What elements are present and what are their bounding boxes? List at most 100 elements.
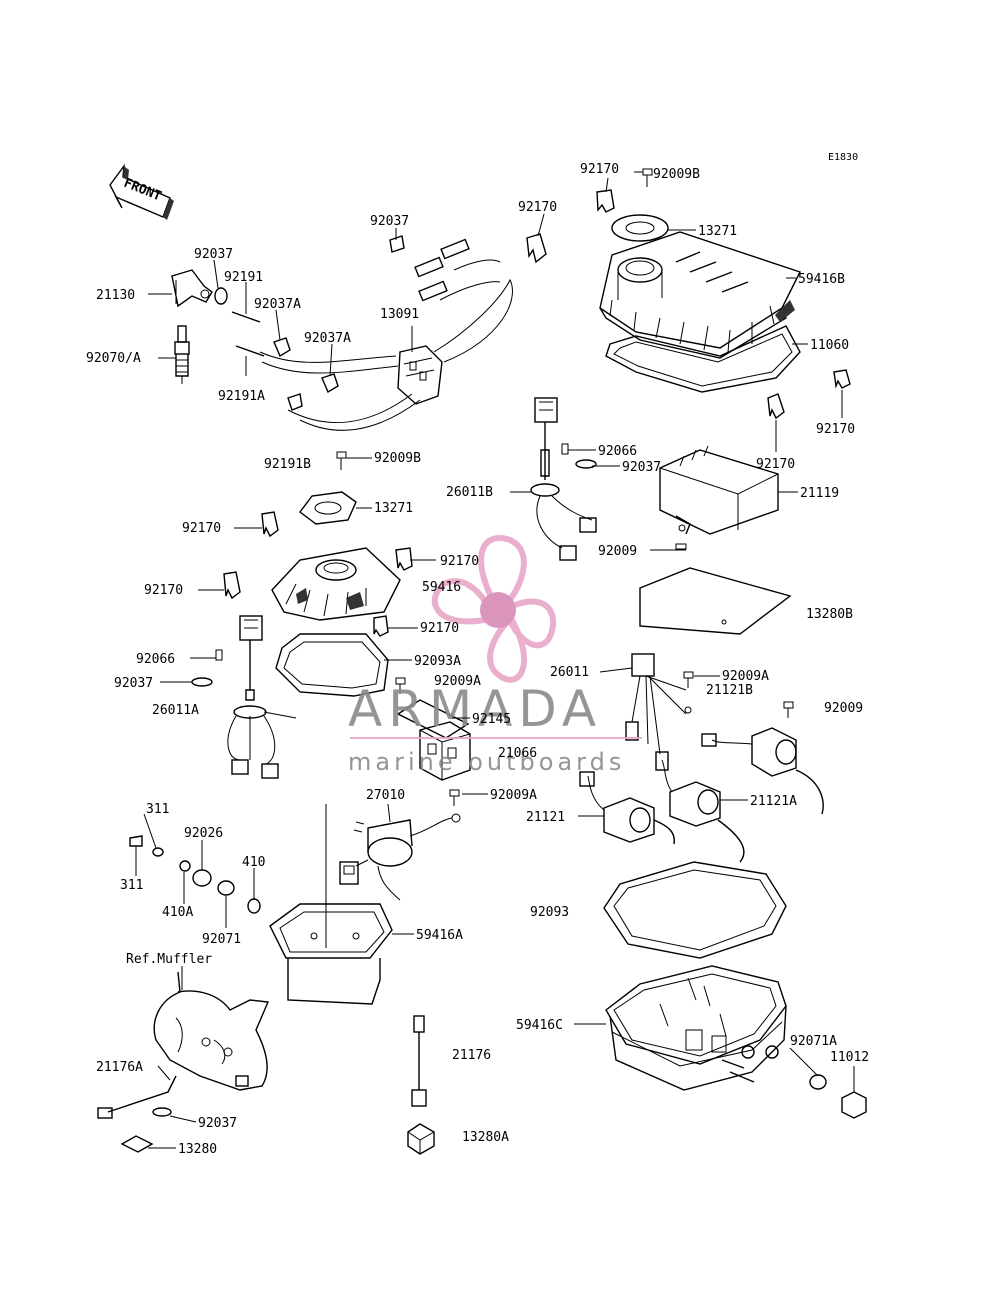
washer-410 — [247, 898, 261, 914]
label-21121a: 21121A — [750, 794, 797, 809]
label-311: 311 — [120, 878, 143, 893]
label-92170: 92170 — [440, 554, 479, 569]
control-unit-21119 — [659, 445, 779, 550]
label-21121b: 21121B — [706, 683, 753, 698]
oring-92037-c — [575, 459, 597, 469]
label-92037: 92037 — [114, 676, 153, 691]
label-11060: 11060 — [810, 338, 849, 353]
label-92009a: 92009A — [722, 669, 769, 684]
clamp-92037a-b — [321, 373, 339, 394]
harness-26011a — [191, 615, 297, 779]
label-21176a: 21176A — [96, 1060, 143, 1075]
label-92191b: 92191B — [264, 457, 311, 472]
middle-components — [339, 653, 824, 901]
armada-watermark: ARMADA marine outboards — [348, 535, 642, 776]
label-92037: 92037 — [194, 247, 233, 262]
label-92093: 92093 — [530, 905, 569, 920]
watermark-tagline: marine outboards — [348, 748, 625, 776]
label-21176: 21176 — [452, 1048, 491, 1063]
label-92037a: 92037A — [254, 297, 301, 312]
clip-92170-a — [596, 189, 615, 213]
pad-13280a — [407, 1123, 435, 1155]
label-92191: 92191 — [224, 270, 263, 285]
label-92170: 92170 — [816, 422, 855, 437]
label-92070a: 92070/A — [86, 351, 141, 366]
label-92066: 92066 — [598, 444, 637, 459]
oring-92037-e — [152, 1107, 172, 1117]
label-92009: 92009 — [824, 701, 863, 716]
nut-92071 — [217, 880, 235, 896]
label-92009a: 92009A — [434, 674, 481, 689]
label-92170: 92170 — [420, 621, 459, 636]
gasket-13271-mid — [299, 491, 357, 525]
leader-lines — [135, 171, 855, 1149]
label-13091: 13091 — [380, 307, 419, 322]
washer-410a — [179, 860, 191, 872]
gasket-11060 — [605, 325, 801, 393]
grommet-92026 — [192, 869, 212, 887]
relay-21066 — [419, 721, 471, 781]
connector-11012 — [841, 1091, 867, 1119]
lower-cover-assembly — [223, 451, 413, 697]
part-labels: 92170 92009B 92170 13271 59416B 11060 92… — [86, 162, 869, 1157]
label-92009: 92009 — [598, 544, 637, 559]
label-21066: 21066 — [498, 746, 537, 761]
ignition-lead-assembly — [171, 235, 513, 431]
label-92071a: 92071A — [790, 1034, 837, 1049]
label-59416b: 59416B — [798, 272, 845, 287]
label-92009a: 92009A — [490, 788, 537, 803]
label-26011b: 26011B — [446, 485, 493, 500]
bolt-92009-a — [675, 543, 687, 550]
clip-92170-e — [261, 511, 279, 538]
clip-92170-g — [223, 571, 241, 600]
bolt-92009b-top — [642, 168, 653, 187]
label-13280a: 13280A — [462, 1130, 509, 1145]
label-13271: 13271 — [374, 501, 413, 516]
label-92145: 92145 — [472, 712, 511, 727]
cover-59416b — [599, 231, 801, 359]
bolt-92009a-b — [395, 677, 406, 694]
label-410: 410 — [242, 855, 265, 870]
label-26011a: 26011A — [152, 703, 199, 718]
clip-92170-b — [526, 233, 547, 264]
box-59416a — [269, 804, 393, 1005]
nut-311-b — [129, 835, 143, 847]
label-92170: 92170 — [580, 162, 619, 177]
tube-92191a — [235, 345, 265, 357]
label-21119: 21119 — [800, 486, 839, 501]
label-11012: 11012 — [830, 1050, 869, 1065]
label-59416: 59416 — [422, 580, 461, 595]
label-92037: 92037 — [198, 1116, 237, 1131]
label-59416a: 59416A — [416, 928, 463, 943]
label-92037a: 92037A — [304, 331, 351, 346]
propeller-logo-icon — [431, 535, 557, 683]
label-13280: 13280 — [178, 1142, 217, 1157]
label-92170: 92170 — [144, 583, 183, 598]
label-13271: 13271 — [698, 224, 737, 239]
muffler-reference — [153, 971, 270, 1091]
label-92170: 92170 — [518, 200, 557, 215]
plate-13280b — [639, 567, 792, 635]
label-59416c: 59416C — [516, 1018, 563, 1033]
gasket-92093 — [603, 861, 787, 959]
bolt-92009b-mid — [336, 451, 347, 470]
clip-92170-h — [373, 615, 389, 637]
label-92066: 92066 — [136, 652, 175, 667]
nut-92071a — [809, 1074, 827, 1090]
clamp-92037a-a — [273, 337, 291, 358]
sensor-21176a — [97, 1075, 177, 1153]
spark-plug-92070a — [174, 325, 190, 384]
coil-13091 — [397, 345, 443, 405]
upper-cover-assembly — [526, 168, 851, 420]
lower-left-assembly — [97, 804, 393, 1153]
label-92093a: 92093A — [414, 654, 461, 669]
front-label: FRONT — [122, 176, 164, 205]
label-21121: 21121 — [526, 810, 565, 825]
label-92071: 92071 — [202, 932, 241, 947]
nut-311-a — [152, 847, 164, 857]
starter-relay-27010 — [339, 813, 461, 901]
label-92037: 92037 — [622, 460, 661, 475]
harness-26011b — [530, 397, 597, 561]
seal-13280 — [120, 1135, 154, 1153]
